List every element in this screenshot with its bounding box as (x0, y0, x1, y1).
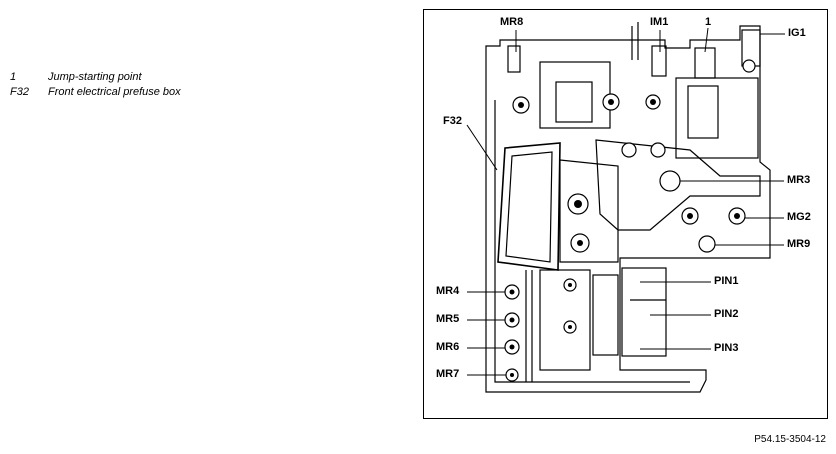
upper-block-inner (555, 81, 593, 123)
leader-f32 (466, 124, 498, 171)
callout-im1: IM1 (650, 16, 669, 28)
prefuse-cover-inner (505, 151, 553, 263)
legend-row-jump-start: 1 Jump-starting point (10, 70, 181, 85)
lower-left-block (559, 159, 619, 263)
callout-mr9: MR9 (787, 238, 811, 250)
im1-stud (651, 45, 667, 77)
callout-mr7: MR7 (436, 368, 460, 380)
callout-f32: F32 (443, 115, 462, 127)
mr8-stud (507, 45, 521, 73)
legend-key: F32 (10, 86, 29, 98)
mr9-nut (698, 235, 716, 253)
figure-reference: P54.15-3504-12 (754, 434, 826, 445)
upper-block (539, 61, 611, 129)
legend-row-prefuse-box: F32 Front electrical prefuse box (10, 85, 181, 100)
callout-mr6: MR6 (436, 341, 460, 353)
legend: 1 Jump-starting point F32 Front electric… (10, 70, 181, 100)
legend-key: 1 (10, 71, 17, 83)
callout-pin2: PIN2 (714, 308, 739, 320)
leader-1 (704, 27, 709, 53)
terminal-nut (650, 142, 666, 158)
callout-mr8: MR8 (500, 16, 524, 28)
relay-module (675, 77, 759, 159)
callout-mg2: MG2 (787, 211, 811, 223)
callout-pin1: PIN1 (714, 275, 739, 287)
pin-connector (621, 267, 667, 357)
callout-mr3: MR3 (787, 174, 811, 186)
callout-pin3: PIN3 (714, 342, 739, 354)
callout-ig1: IG1 (788, 27, 806, 39)
jump-start-post (694, 47, 716, 79)
bus-bar (595, 139, 761, 231)
callout-jump-start-point: 1 (705, 16, 712, 28)
callout-mr4: MR4 (436, 285, 460, 297)
relay-module-inner (687, 85, 719, 139)
figure-frame (423, 9, 828, 419)
terminal-nut (621, 142, 637, 158)
legend-text: Front electrical prefuse box (48, 86, 181, 98)
housing-inner (494, 100, 690, 383)
callout-mr5: MR5 (436, 313, 460, 325)
legend-text: Jump-starting point (48, 71, 142, 83)
mr3-nut (659, 170, 681, 192)
housing-outline (485, 25, 771, 393)
lower-connector (539, 269, 591, 371)
terminal-nut (742, 59, 756, 73)
lower-connector-inner (592, 274, 619, 356)
